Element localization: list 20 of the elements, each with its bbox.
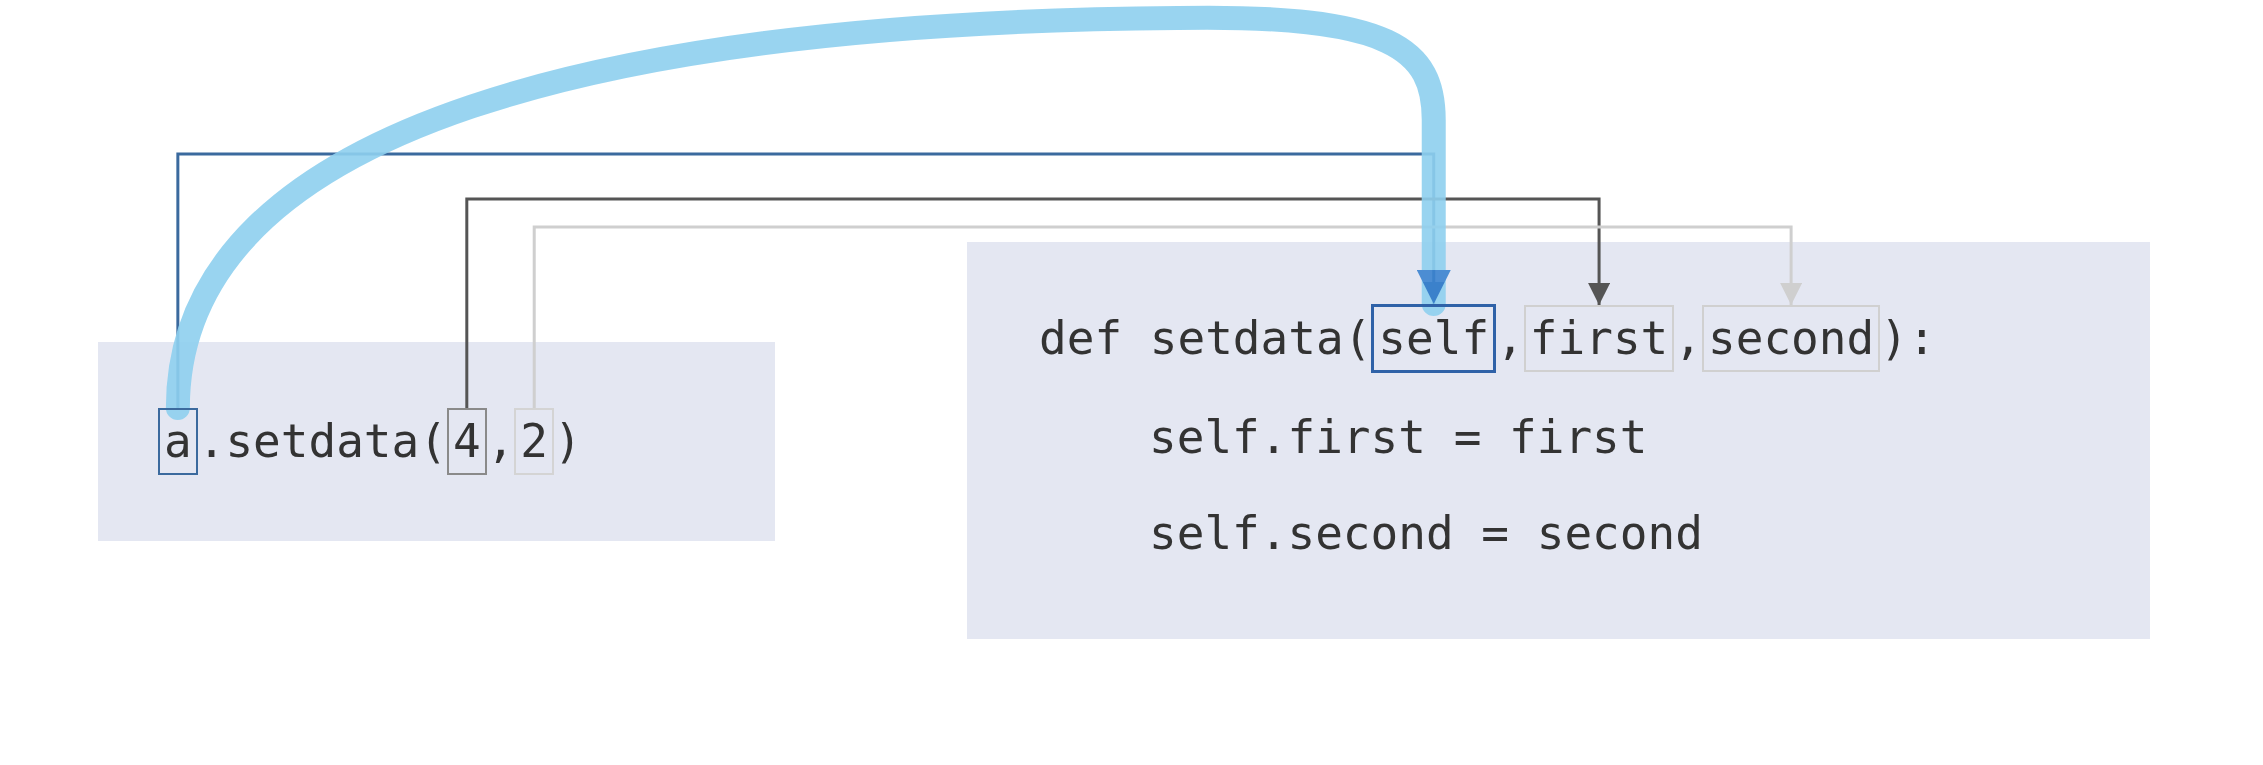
highlighter-arrow (165, 5, 1451, 420)
boxed-argument: a (158, 408, 198, 476)
code-text: ): (1880, 311, 1936, 367)
code-text: ) (554, 414, 582, 470)
arrow (532, 225, 1803, 408)
boxed-argument: second (1702, 305, 1881, 373)
boxed-argument: 2 (514, 408, 555, 476)
code-panel (98, 342, 775, 541)
boxed-argument: first (1523, 305, 1675, 373)
code-text: def setdata( (1039, 311, 1372, 367)
code-text: self.first = first (1149, 410, 1648, 466)
code-text: .setdata( (197, 414, 447, 470)
code-text: self.second = second (1149, 506, 1703, 562)
code-text: , (486, 414, 515, 470)
boxed-argument: self (1371, 304, 1497, 374)
code-panel (967, 242, 2150, 639)
arrow (465, 197, 1611, 408)
boxed-argument: 4 (446, 408, 487, 476)
code-text: , (1496, 311, 1524, 367)
code-text: , (1674, 311, 1702, 367)
